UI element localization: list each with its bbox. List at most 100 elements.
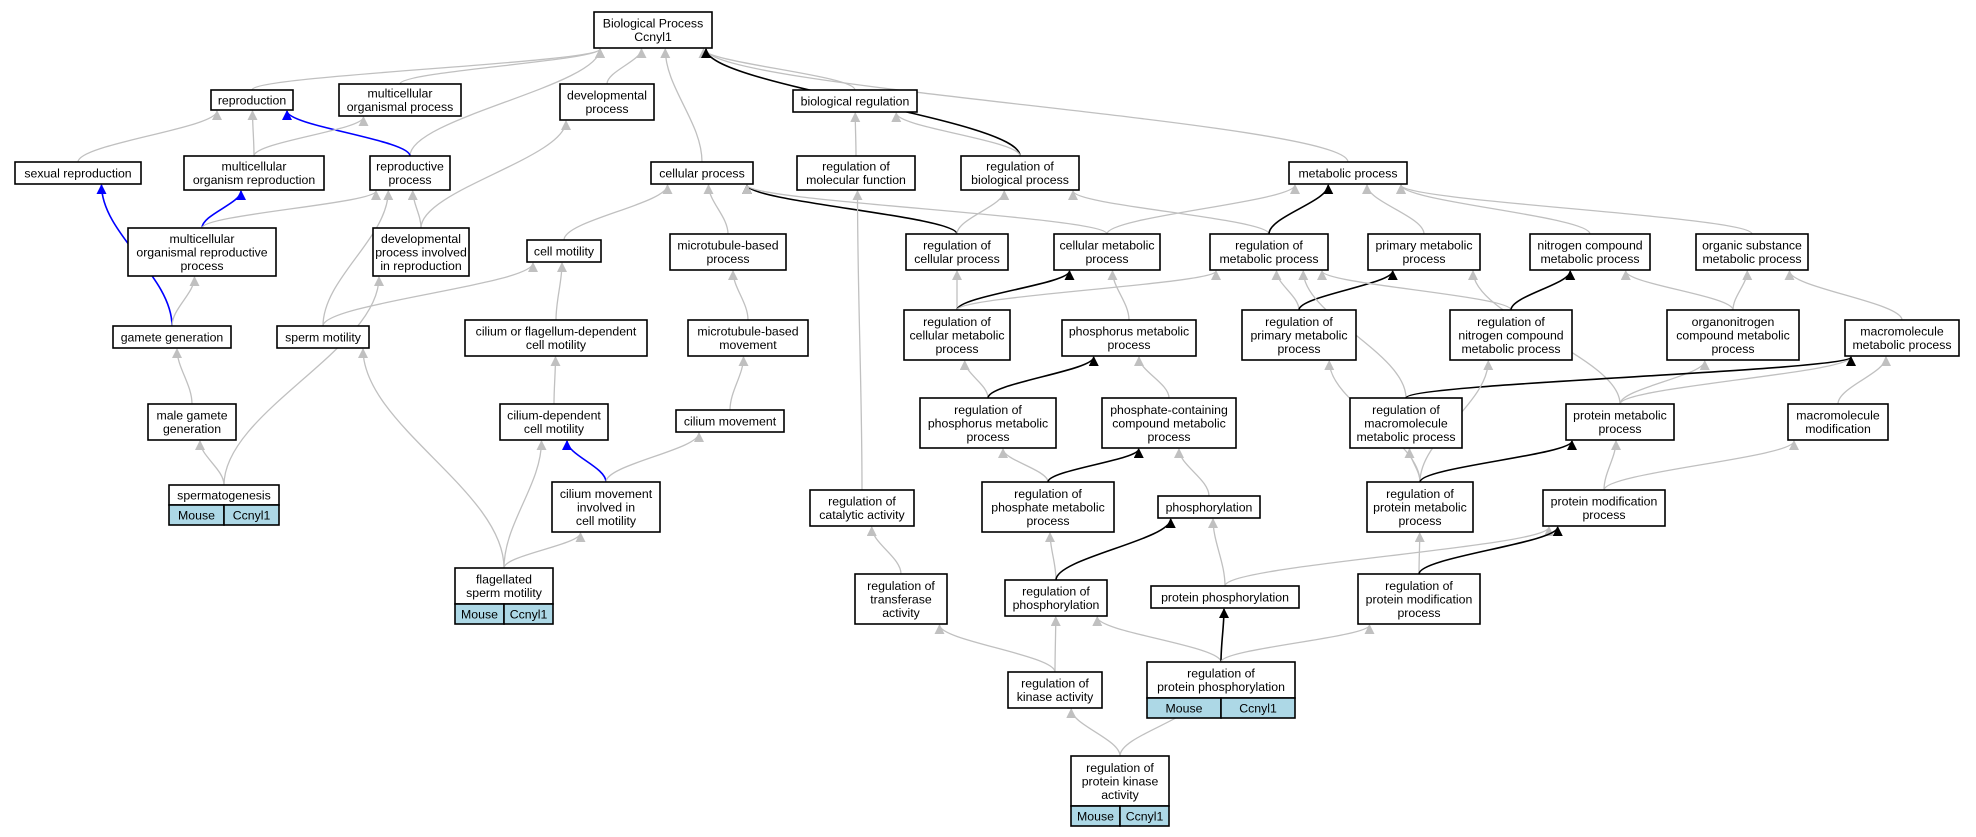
node-label-line: gamete generation (121, 330, 224, 344)
node-box (1666, 309, 1800, 361)
node-label-line: macromolecule (1364, 416, 1448, 430)
edge-biological_regulation-to-bp (698, 48, 856, 91)
node-label-line: phosphorylation (1013, 598, 1100, 612)
node-sperm-motility[interactable]: sperm motility (276, 325, 370, 349)
node-label-line: process (585, 102, 628, 116)
node-label-line: cilium movement (684, 414, 777, 428)
node-label-line: compound metabolic (1112, 416, 1225, 430)
edge-organonitrogen_compound_metabolic_process-to-nitrogen_compound_metabolic_process (1620, 270, 1734, 311)
edge-cellular_metabolic_process-to-metabolic_process (1106, 184, 1300, 235)
node-biological-regulation[interactable]: biological regulation (792, 89, 918, 113)
node-box (551, 481, 661, 533)
node-label-line: process (388, 173, 431, 187)
edge-regulation_of_cellular_metabolic_process-to-regulation_of_metabolic_process (956, 270, 1221, 311)
edge-multicellular_organismal_reproductive_process-to-reproductive_process (201, 190, 381, 229)
node-label-line: process (1397, 606, 1440, 620)
edge-regulation_of_phosphate_metabolic_process-to-phosphate_containing_compound_metabolic_process (1047, 448, 1144, 483)
node-cellular-process[interactable]: cellular process (650, 161, 754, 185)
node-box (1787, 403, 1889, 441)
edge-regulation_of_protein_phosphorylation-to-protein_phosphorylation (1218, 608, 1229, 663)
edge-regulation_of_primary_metabolic_process-to-primary_metabolic_process (1298, 270, 1398, 311)
node-label-line: regulation of (1187, 667, 1255, 681)
node-gamete-generation[interactable]: gamete generation (112, 325, 232, 349)
node-label-line: process (1598, 422, 1641, 436)
node-label-line: process (1277, 342, 1320, 356)
edge-protein_metabolic_process-to-organonitrogen_compound_metabolic_process (1619, 360, 1710, 405)
node-box (1070, 755, 1170, 807)
node-reproduction[interactable]: reproduction (210, 89, 294, 111)
edge-sexual_reproduction-to-reproduction (77, 110, 222, 163)
node-box (464, 319, 648, 357)
node-metabolic-process[interactable]: metabolic process (1288, 161, 1408, 185)
node-label-line: phosphorylation (1166, 500, 1253, 514)
node-cilium-movement[interactable]: cilium movement (675, 409, 785, 433)
node-label-line: nitrogen compound (1458, 328, 1563, 342)
node-label-line: process (935, 342, 978, 356)
edge-regulation_of_primary_metabolic_process-to-regulation_of_metabolic_process (1271, 270, 1300, 311)
node-box (1241, 309, 1357, 361)
node-sexual-reproduction[interactable]: sexual reproduction (14, 161, 142, 185)
node-label-line: process (1582, 508, 1625, 522)
node-label-line: catalytic activity (819, 508, 905, 522)
edge-multicellular_organism_reproduction-to-multicellular_organismal_process (253, 116, 369, 157)
node-label-line: process (180, 259, 223, 273)
node-cell-motility[interactable]: cell motility (526, 239, 602, 263)
node-box (454, 567, 554, 605)
edge-phosphorylation-to-phosphate_containing_compound_metabolic_process (1174, 448, 1210, 497)
node-label-line: microtubule-based (677, 239, 778, 253)
edge-gamete_generation-to-multicellular_organismal_reproductive_process (171, 276, 200, 327)
node-box (559, 83, 655, 121)
node-label-line: metabolic process (1540, 252, 1639, 266)
node-phosphorylation[interactable]: phosphorylation (1157, 495, 1261, 519)
node-protein-phosphorylation[interactable]: protein phosphorylation (1150, 585, 1300, 609)
tag-label: Mouse (178, 508, 215, 522)
node-label-line: protein modification (1366, 592, 1473, 606)
edge-cilium_movement-to-microtubule_based_movement (729, 356, 749, 411)
node-label-line: protein metabolic (1573, 409, 1667, 423)
